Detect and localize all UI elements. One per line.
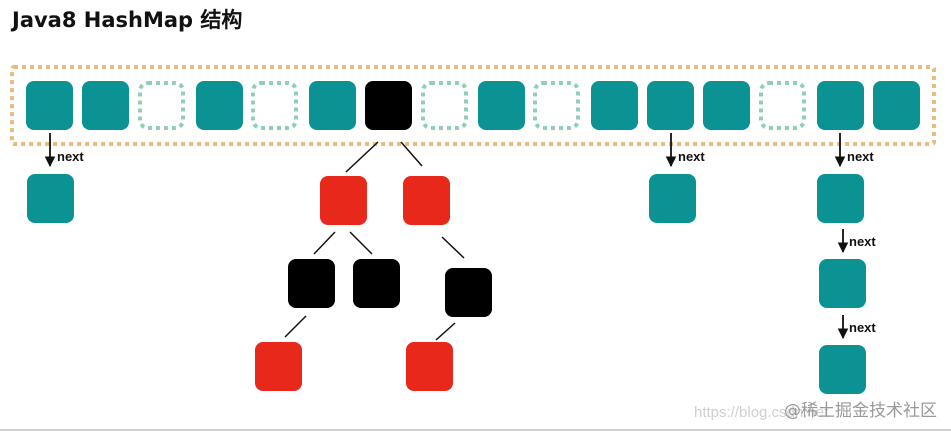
bucket-filled — [817, 81, 864, 130]
watermark-url: https://blog.csdn.net — [694, 404, 829, 421]
tree-edge — [441, 236, 465, 259]
tree-node-black — [288, 259, 335, 308]
bucket-empty — [759, 81, 806, 130]
bucket-filled — [26, 81, 73, 130]
bucket-filled — [478, 81, 525, 130]
bucket-array-border — [10, 65, 936, 146]
list-node — [819, 259, 866, 308]
list-node — [819, 345, 866, 394]
watermark-brand: @稀土掘金技术社区 — [784, 401, 937, 421]
diagram-title: Java8 HashMap 结构 — [12, 8, 243, 32]
tree-node-black — [353, 259, 400, 308]
bucket-filled — [703, 81, 750, 130]
bucket-empty — [251, 81, 298, 130]
bucket-tree-root — [365, 81, 412, 130]
bottom-rule — [0, 429, 951, 431]
list-node — [649, 174, 696, 223]
bucket-filled — [82, 81, 129, 130]
bucket-empty — [138, 81, 185, 130]
tree-edge — [313, 231, 336, 255]
tree-node-red — [320, 176, 367, 225]
tree-edge — [349, 231, 373, 255]
tree-edge — [284, 315, 307, 338]
bucket-filled — [647, 81, 694, 130]
linked-list-bucket-11: next — [649, 133, 705, 223]
tree-node-black — [445, 268, 492, 317]
linked-list-bucket-14: next next next — [817, 133, 876, 394]
bucket-filled — [196, 81, 243, 130]
next-label: next — [57, 149, 84, 164]
red-black-tree — [255, 141, 492, 391]
next-label: next — [847, 149, 874, 164]
list-node — [817, 174, 864, 223]
bucket-filled — [873, 81, 920, 130]
tree-node-red — [406, 342, 453, 391]
bucket-filled — [591, 81, 638, 130]
bucket-empty — [533, 81, 580, 130]
tree-edge — [435, 322, 456, 341]
bucket-array — [26, 81, 920, 130]
tree-node-red — [403, 176, 450, 225]
next-label: next — [849, 320, 876, 335]
tree-edge — [400, 141, 423, 167]
next-label: next — [678, 149, 705, 164]
linked-list-bucket-0: next — [27, 133, 84, 223]
tree-node-red — [255, 342, 302, 391]
list-node — [27, 174, 74, 223]
bucket-filled — [309, 81, 356, 130]
next-label: next — [849, 234, 876, 249]
bucket-empty — [421, 81, 468, 130]
tree-edge — [345, 141, 379, 173]
